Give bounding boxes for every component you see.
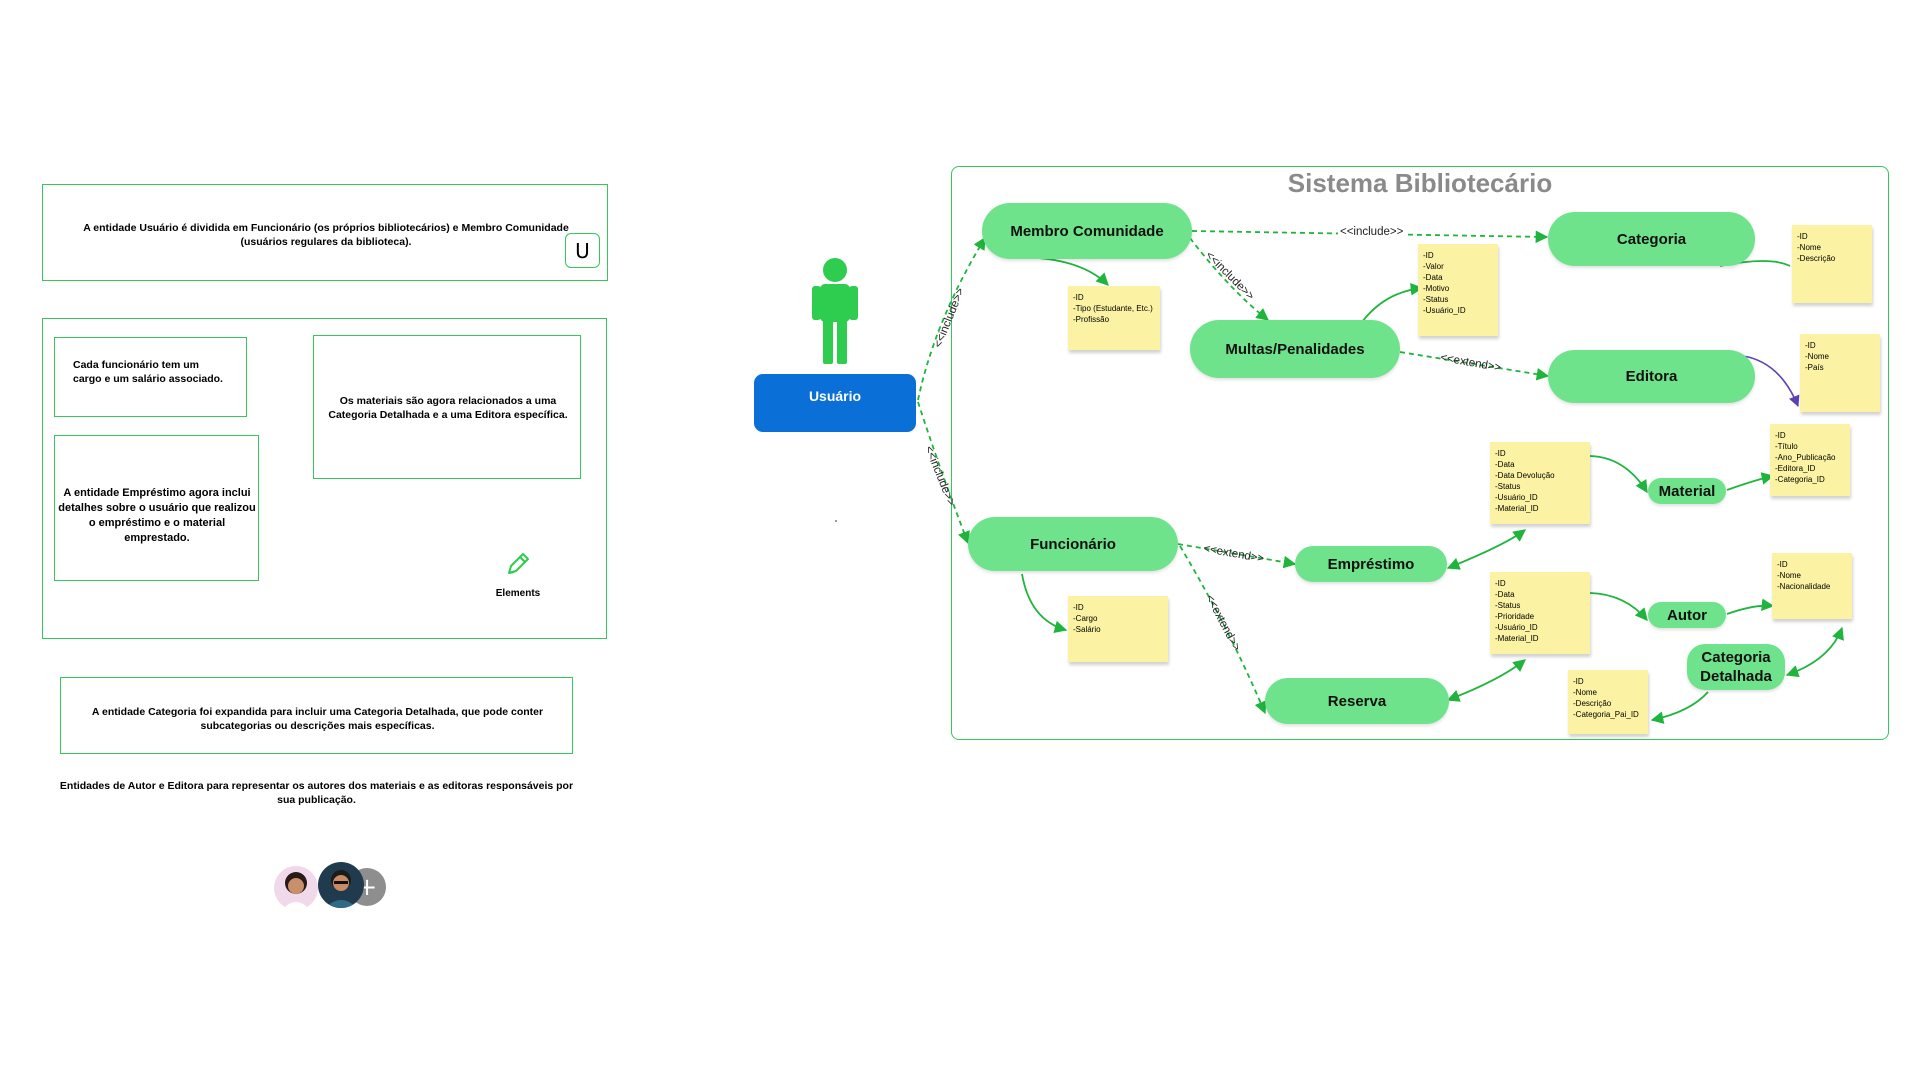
attribute-item: -Salário xyxy=(1073,625,1101,635)
attribute-item: -ID xyxy=(1797,232,1808,241)
node-reserva[interactable]: Reserva xyxy=(1265,678,1449,724)
attribute-item: -Prioridade xyxy=(1495,612,1535,622)
node-editora[interactable]: Editora xyxy=(1548,350,1755,403)
sticky-membro-attrs[interactable]: -ID -Tipo (Estudante, Etc.)-Profissão xyxy=(1068,286,1160,350)
avatar-collaborator-2[interactable] xyxy=(318,862,364,908)
sticky-categoria-detalhada-attrs[interactable]: -ID -Nome-Descrição-Categoria_Pai_ID xyxy=(1568,670,1648,734)
attribute-item: -ID xyxy=(1775,431,1786,440)
attribute-item: -Categoria_ID xyxy=(1775,475,1825,485)
note-funcionario-frame[interactable]: Cada funcionário tem um cargo e um salár… xyxy=(54,337,247,417)
attribute-item: -ID xyxy=(1495,579,1506,588)
attribute-item: -Nome xyxy=(1777,571,1802,581)
attribute-item: -Status xyxy=(1495,601,1521,611)
attribute-item: -Nome xyxy=(1573,688,1598,698)
attribute-item: -Nome xyxy=(1805,352,1830,362)
attribute-item: -Editora_ID xyxy=(1775,464,1816,474)
attribute-item: -Motivo xyxy=(1423,284,1450,294)
note-usuario-frame[interactable]: A entidade Usuário é dividida em Funcion… xyxy=(42,184,608,281)
node-emprestimo[interactable]: Empréstimo xyxy=(1295,546,1447,582)
attribute-item: -Material_ID xyxy=(1495,504,1539,514)
attribute-item: -ID xyxy=(1777,560,1788,569)
actor-figure-icon[interactable] xyxy=(810,258,860,364)
sticky-reserva-attrs[interactable]: -ID -Data-Status-Prioridade-Usuário_ID-Ma… xyxy=(1490,572,1590,654)
user-badge-letter: U xyxy=(575,238,590,263)
attribute-item: -Usuário_ID xyxy=(1423,306,1466,316)
node-material[interactable]: Material xyxy=(1648,478,1726,504)
attribute-item: -Usuário_ID xyxy=(1495,623,1538,633)
canvas-dot xyxy=(835,520,837,522)
attribute-item: -Data xyxy=(1495,590,1515,600)
attribute-item: -Status xyxy=(1423,295,1449,305)
attribute-item: -Usuário_ID xyxy=(1495,493,1538,503)
note-autor-editora-text: Entidades de Autor e Editora para repres… xyxy=(59,780,574,807)
node-multas-penalidades[interactable]: Multas/Penalidades xyxy=(1190,320,1400,378)
attribute-item: -Nome xyxy=(1797,243,1822,253)
attribute-item: -Ano_Publicação xyxy=(1775,453,1836,463)
sticky-categoria-attrs[interactable]: -ID -Nome-Descrição xyxy=(1792,225,1872,303)
sticky-multas-attrs[interactable]: -ID -Valor-Data-Motivo-Status-Usuário_ID xyxy=(1418,244,1498,336)
attribute-item: -Cargo xyxy=(1073,614,1098,624)
sticky-funcionario-attrs[interactable]: -ID -Cargo-Salário xyxy=(1068,596,1168,662)
system-title: Sistema Bibliotecário xyxy=(1287,168,1553,198)
attribute-item: -Valor xyxy=(1423,262,1444,272)
node-categoria-detalhada[interactable]: Categoria Detalhada xyxy=(1687,644,1785,690)
attribute-item: -País xyxy=(1805,363,1824,373)
user-badge-icon[interactable]: U xyxy=(565,233,600,268)
note-funcionario-text: Cada funcionário tem um cargo e um salár… xyxy=(73,359,223,386)
attribute-item: -Status xyxy=(1495,482,1521,492)
actor-usuario-label: Usuário xyxy=(808,388,862,404)
attribute-item: -ID xyxy=(1073,293,1084,302)
note-materiais-frame[interactable]: Os materiais são agora relacionados a um… xyxy=(313,335,581,479)
sticky-emprestimo-attrs[interactable]: -ID -Data-Data Devolução-Status-Usuário_I… xyxy=(1490,442,1590,524)
attribute-item: -ID xyxy=(1073,603,1084,612)
attribute-item: -Material_ID xyxy=(1495,634,1539,644)
note-emprestimo-text: A entidade Empréstimo agora inclui detal… xyxy=(58,487,256,544)
sticky-editora-attrs[interactable]: -ID -Nome-País xyxy=(1800,334,1880,412)
attribute-item: -Descrição xyxy=(1797,254,1836,264)
attribute-item: -Título xyxy=(1775,442,1798,452)
note-usuario-text: A entidade Usuário é dividida em Funcion… xyxy=(83,222,569,249)
attribute-item: -Descrição xyxy=(1573,699,1612,709)
note-emprestimo-frame[interactable]: A entidade Empréstimo agora inclui detal… xyxy=(54,435,259,581)
attribute-item: -Categoria_Pai_ID xyxy=(1573,710,1639,720)
elements-pencil-icon[interactable] xyxy=(503,549,533,579)
attribute-item: -Tipo (Estudante, Etc.) xyxy=(1073,304,1153,314)
sticky-autor-attrs[interactable]: -ID -Nome-Nacionalidade xyxy=(1772,553,1852,619)
label-include-membro-categoria: <<include>> xyxy=(1338,226,1406,238)
attribute-item: -Data xyxy=(1495,460,1515,470)
attribute-item: -ID xyxy=(1805,341,1816,350)
attribute-item: -Data xyxy=(1423,273,1443,283)
attribute-item: -Data Devolução xyxy=(1495,471,1555,481)
node-funcionario[interactable]: Funcionário xyxy=(968,517,1178,571)
node-categoria[interactable]: Categoria xyxy=(1548,212,1755,266)
attribute-item: -ID xyxy=(1423,251,1434,260)
attribute-item: -ID xyxy=(1495,449,1506,458)
attribute-item: -ID xyxy=(1573,677,1584,686)
notes-group-frame[interactable]: Cada funcionário tem um cargo e um salár… xyxy=(42,318,607,639)
note-materiais-text: Os materiais são agora relacionados a um… xyxy=(328,395,568,422)
elements-label: Elements xyxy=(495,588,541,599)
actor-usuario[interactable]: Usuário xyxy=(754,374,916,432)
attribute-item: -Profissão xyxy=(1073,315,1110,325)
node-membro-comunidade[interactable]: Membro Comunidade xyxy=(982,203,1192,259)
node-autor[interactable]: Autor xyxy=(1648,602,1726,628)
sticky-material-attrs[interactable]: -ID -Título-Ano_Publicação-Editora_ID-Cat… xyxy=(1770,424,1850,496)
avatar-collaborator-1[interactable] xyxy=(274,866,318,910)
note-categoria-frame[interactable]: A entidade Categoria foi expandida para … xyxy=(60,677,573,754)
attribute-item: -Nacionalidade xyxy=(1777,582,1831,592)
note-categoria-text: A entidade Categoria foi expandida para … xyxy=(91,706,544,733)
